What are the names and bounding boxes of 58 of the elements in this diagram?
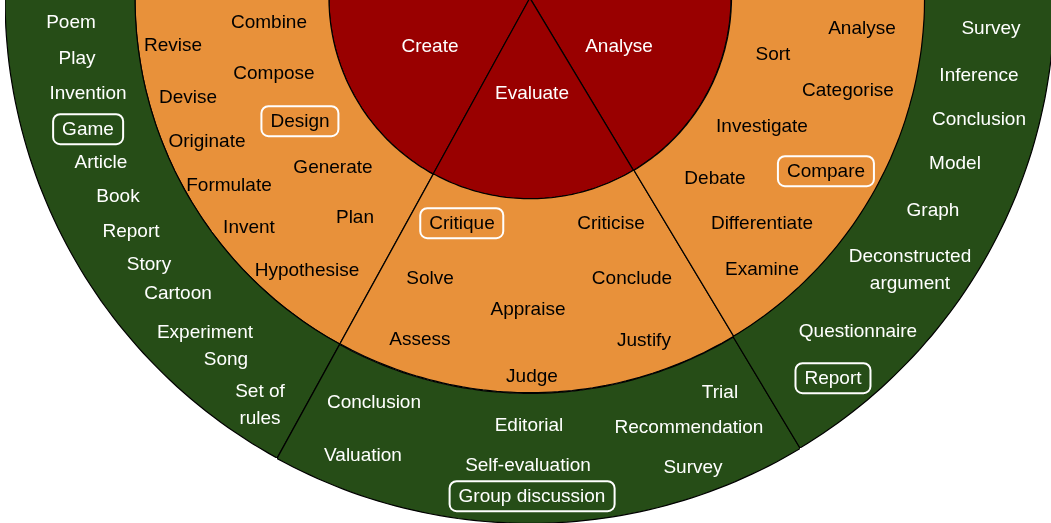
category-label: Analyse	[585, 34, 653, 59]
word-label: Combine	[230, 10, 307, 35]
word-label: Valuation	[324, 443, 402, 468]
word-label: Invention	[49, 81, 127, 106]
word-label: Analyse	[828, 16, 896, 41]
word-label: Originate	[168, 129, 246, 154]
word-label: Formulate	[186, 173, 272, 198]
highlighted-word: Compare	[776, 155, 876, 187]
word-label: Invent	[223, 215, 275, 240]
word-label: Model	[929, 151, 981, 176]
word-label: Play	[58, 46, 96, 71]
word-label: Cartoon	[144, 281, 212, 306]
highlighted-word: Group discussion	[448, 480, 616, 512]
word-label: Generate	[293, 155, 373, 180]
word-label: Sort	[755, 42, 791, 67]
word-label: Recommendation	[614, 415, 764, 440]
highlighted-word: Critique	[419, 207, 505, 239]
word-label: Revise	[143, 33, 202, 58]
word-label: Poem	[46, 10, 96, 35]
category-label: Evaluate	[495, 81, 569, 106]
category-label: Create	[401, 34, 459, 59]
word-label: Categorise	[802, 78, 894, 103]
word-label: Survey	[663, 455, 723, 480]
word-label: Judge	[506, 364, 558, 389]
word-label: Deconstructed argument	[847, 244, 973, 295]
highlighted-word: Game	[52, 113, 124, 145]
highlighted-word: Report	[794, 362, 872, 394]
word-label: Conclusion	[932, 107, 1026, 132]
word-label: Examine	[725, 257, 799, 282]
word-label: Article	[74, 150, 128, 175]
word-label: Survey	[961, 16, 1021, 41]
word-label: Editorial	[494, 413, 564, 438]
word-label: Hypothesise	[254, 258, 360, 283]
word-label: Differentiate	[710, 211, 814, 236]
word-label: Devise	[158, 85, 217, 110]
word-label: Investigate	[716, 114, 808, 139]
word-label: Self-evaluation	[465, 453, 591, 478]
word-label: Solve	[406, 266, 454, 291]
word-label: Set of rules	[234, 379, 286, 430]
word-label: Inference	[939, 63, 1019, 88]
word-label: Conclude	[591, 266, 673, 291]
highlighted-word: Design	[260, 105, 340, 137]
word-label: Book	[96, 184, 140, 209]
word-label: Story	[126, 252, 172, 277]
word-label: Report	[102, 219, 160, 244]
word-label: Experiment	[156, 320, 254, 345]
word-label: Justify	[617, 328, 671, 353]
word-label: Conclusion	[327, 390, 421, 415]
word-label: Criticise	[577, 211, 645, 236]
word-label: Compose	[233, 61, 315, 86]
word-label: Song	[203, 347, 249, 372]
word-label: Plan	[335, 205, 374, 230]
word-label: Graph	[906, 198, 960, 223]
word-label: Questionnaire	[798, 319, 918, 344]
word-label: Appraise	[490, 297, 566, 322]
word-label: Trial	[701, 380, 739, 405]
word-label: Debate	[684, 166, 746, 191]
word-label: Assess	[389, 327, 451, 352]
